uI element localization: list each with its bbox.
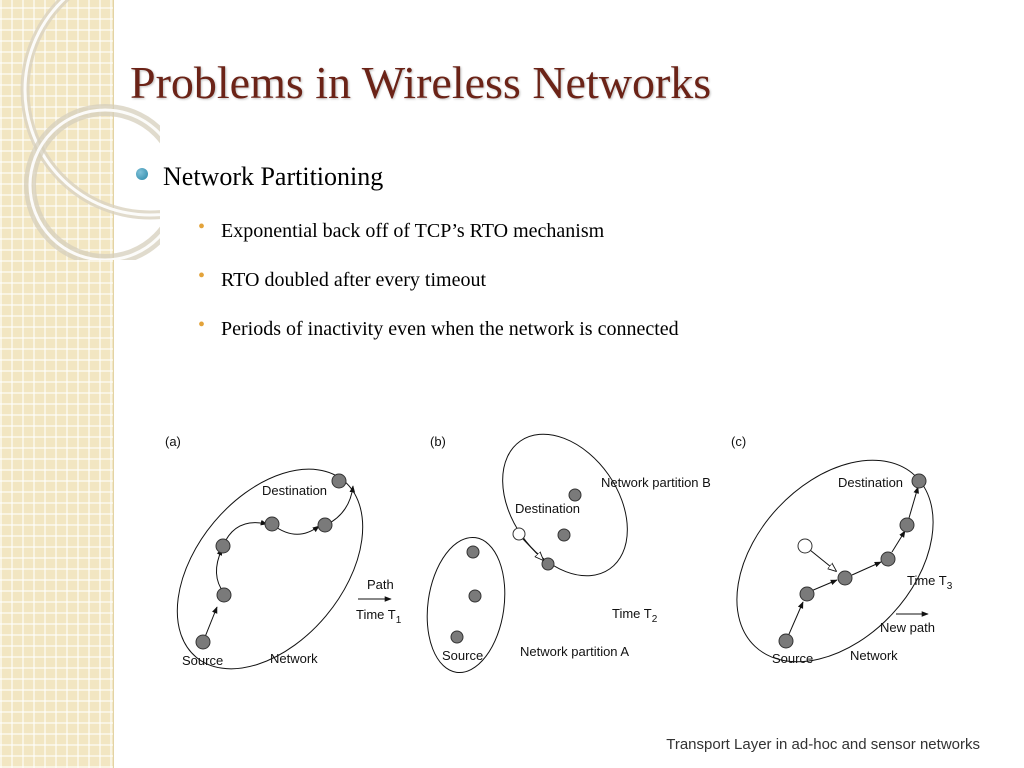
node bbox=[317, 517, 333, 533]
destination-label: Destination bbox=[838, 475, 903, 490]
node bbox=[468, 589, 482, 603]
time-label: Time T2 bbox=[612, 606, 658, 625]
source-label: Source bbox=[182, 653, 223, 668]
sub-bullet: • Periods of inactivity even when the ne… bbox=[198, 314, 679, 341]
node bbox=[331, 473, 347, 489]
path-arrow bbox=[891, 530, 906, 553]
path-label: Path bbox=[367, 577, 394, 592]
destination-label: Destination bbox=[515, 501, 580, 516]
path-arrow bbox=[272, 524, 320, 535]
path-arrow bbox=[216, 548, 225, 594]
sub-bullet-text: RTO doubled after every timeout bbox=[221, 269, 487, 291]
partition-a-boundary bbox=[426, 536, 506, 674]
path-arrow bbox=[522, 538, 543, 560]
path-arrow bbox=[325, 485, 356, 526]
panel-a: (a) Destination Source Network Path Time… bbox=[165, 434, 402, 670]
node bbox=[216, 587, 232, 603]
bullet-dot-icon bbox=[136, 168, 148, 180]
network-label: Network bbox=[850, 648, 898, 663]
panel-b-label: (b) bbox=[430, 434, 446, 449]
node bbox=[541, 557, 555, 571]
source-label: Source bbox=[442, 648, 483, 663]
slide-title: Problems in Wireless Networks bbox=[130, 57, 712, 108]
sub-bullet-dot-icon: • bbox=[198, 216, 206, 238]
new-path-label: New path bbox=[880, 620, 935, 635]
sub-bullet-dot-icon: • bbox=[198, 265, 206, 287]
network-boundary-c bbox=[736, 459, 934, 663]
node-rejoined bbox=[797, 538, 813, 554]
panel-c-label: (c) bbox=[731, 434, 746, 449]
main-bullet: Network Partitioning bbox=[136, 162, 383, 192]
node bbox=[215, 538, 231, 554]
sub-bullet-text: Exponential back off of TCP’s RTO mechan… bbox=[221, 220, 605, 242]
node bbox=[880, 551, 896, 567]
node bbox=[264, 516, 280, 532]
path-arrow bbox=[851, 561, 882, 576]
time-label: Time T1 bbox=[356, 607, 402, 626]
node bbox=[899, 517, 915, 533]
sub-bullet: • RTO doubled after every timeout bbox=[198, 265, 487, 292]
node bbox=[466, 545, 480, 559]
node bbox=[195, 634, 211, 650]
network-partition-diagram: (a) Destination Source Network Path Time… bbox=[165, 433, 953, 674]
node bbox=[568, 488, 582, 502]
node bbox=[778, 633, 794, 649]
node bbox=[911, 473, 927, 489]
path-arrow bbox=[908, 486, 919, 519]
panel-c: (c) Destination Source Network Time T3 N… bbox=[731, 434, 953, 666]
slide-footer: Transport Layer in ad-hoc and sensor net… bbox=[666, 736, 980, 753]
source-label: Source bbox=[772, 651, 813, 666]
sub-bullet-text: Periods of inactivity even when the netw… bbox=[221, 318, 679, 340]
network-boundary-a bbox=[176, 468, 364, 670]
partition-b-label: Network partition B bbox=[601, 475, 711, 490]
node bbox=[837, 570, 853, 586]
panel-b: (b) Destination Source Network partition… bbox=[426, 433, 711, 674]
node-disconnected bbox=[512, 527, 526, 541]
sub-bullet: • Exponential back off of TCP’s RTO mech… bbox=[198, 216, 605, 243]
path-arrow bbox=[810, 579, 838, 592]
node bbox=[557, 528, 571, 542]
destination-label: Destination bbox=[262, 483, 327, 498]
node bbox=[799, 586, 815, 602]
decorative-rings bbox=[20, 0, 160, 260]
partition-a-label: Network partition A bbox=[520, 644, 629, 659]
path-arrow bbox=[809, 549, 836, 571]
node bbox=[450, 630, 464, 644]
time-label: Time T3 bbox=[907, 573, 953, 592]
panel-a-label: (a) bbox=[165, 434, 181, 449]
main-bullet-text: Network Partitioning bbox=[163, 162, 384, 191]
sub-bullet-dot-icon: • bbox=[198, 314, 206, 336]
network-label: Network bbox=[270, 651, 318, 666]
